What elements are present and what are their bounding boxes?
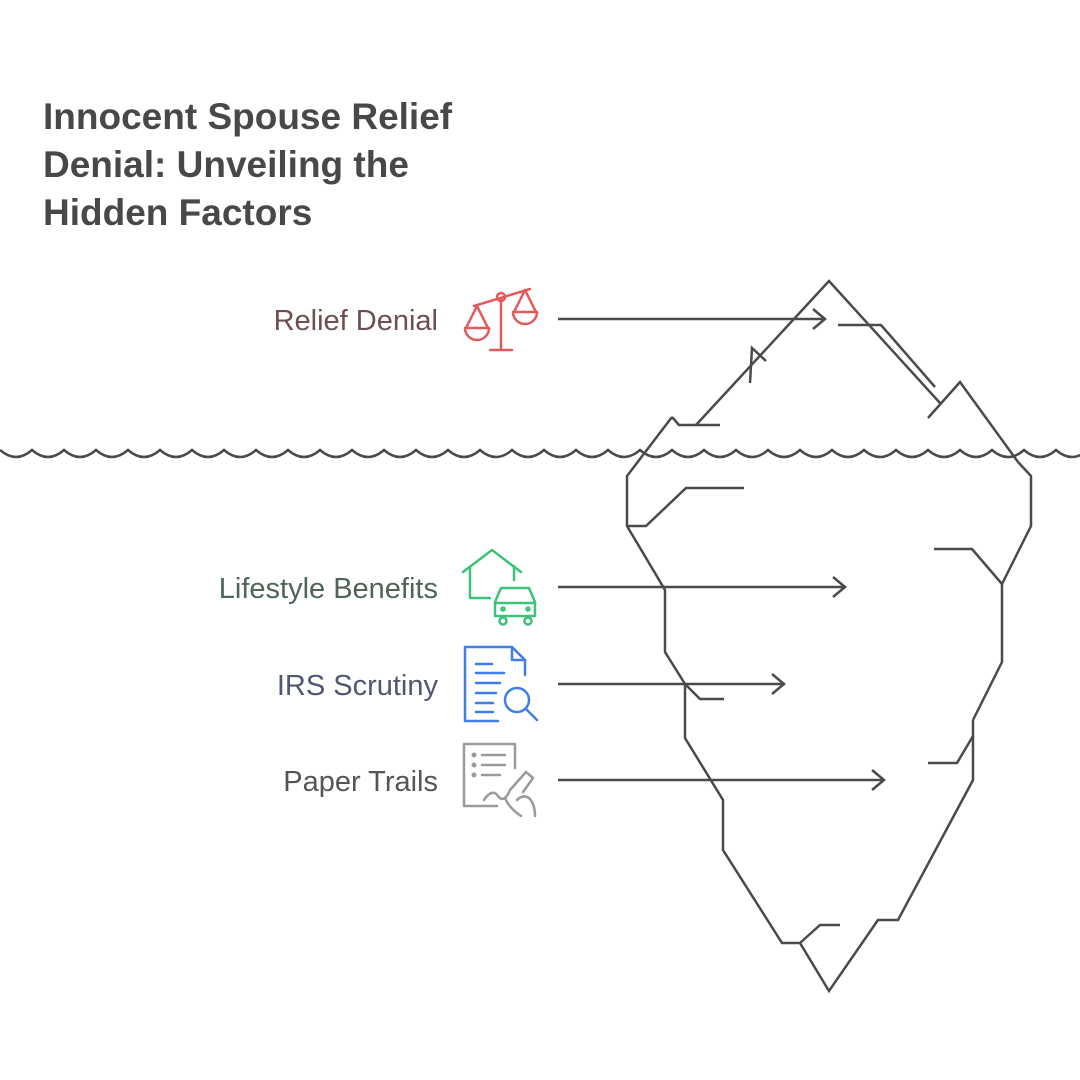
document-search-icon [463, 645, 539, 723]
label-lifestyle-benefits: Lifestyle Benefits [219, 573, 438, 605]
title-line-1: Innocent Spouse Relief [43, 96, 453, 137]
arrow-relief-denial [558, 308, 827, 330]
iceberg-body [625, 454, 1033, 994]
document-signature-icon [462, 742, 537, 818]
title-line-2: Denial: Unveiling the [43, 144, 409, 185]
label-paper-trails: Paper Trails [283, 766, 438, 798]
title-line-3: Hidden Factors [43, 192, 313, 233]
scales-icon [463, 287, 539, 352]
arrow-lifestyle-benefits [558, 576, 847, 598]
iceberg-tip [642, 279, 1020, 463]
label-irs-scrutiny: IRS Scrutiny [277, 670, 439, 702]
house-car-icon [461, 548, 537, 626]
label-relief-denial: Relief Denial [274, 305, 438, 337]
arrows [558, 308, 886, 791]
water-line [0, 448, 1080, 459]
page-title: Innocent Spouse Relief Denial: Unveiling… [43, 93, 503, 237]
arrow-paper-trails [558, 769, 886, 791]
arrow-irs-scrutiny [558, 673, 786, 695]
